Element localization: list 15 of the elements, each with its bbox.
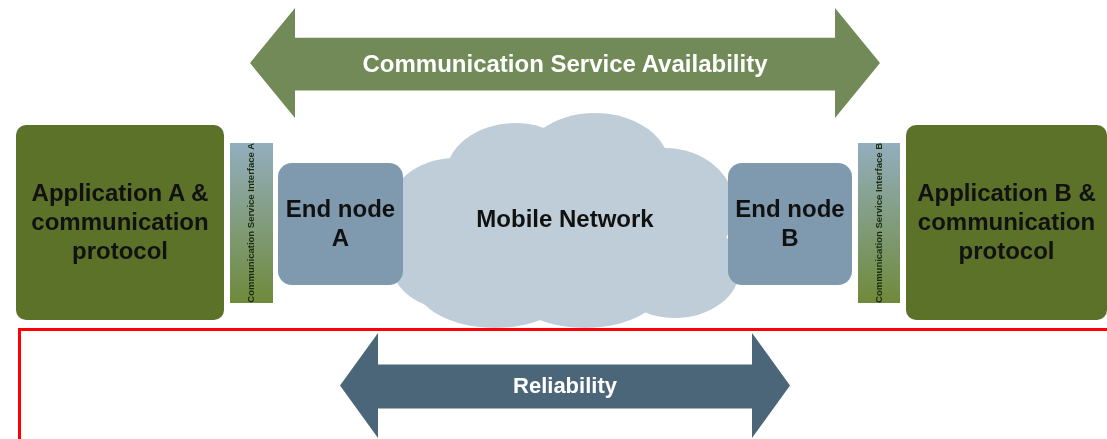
interface-bar <box>858 143 900 303</box>
node-label: Mobile Network <box>475 204 655 234</box>
rounded-box <box>16 125 224 320</box>
node-label: Communication Service Availability <box>362 49 768 79</box>
vertical-label: Communication Service Interface B <box>873 143 885 303</box>
interface-bar <box>230 143 273 303</box>
node-label: Application B & communication protocol <box>916 179 1097 266</box>
rounded-box <box>728 163 852 285</box>
node-label: End node B <box>734 195 846 253</box>
node-label: End node A <box>284 195 397 253</box>
vertical-label: Communication Service Interface A <box>246 143 257 303</box>
rounded-box <box>906 125 1107 320</box>
node-label: Application A & communication protocol <box>30 179 210 266</box>
rounded-box <box>278 163 403 285</box>
node-label: Reliability <box>513 373 617 400</box>
